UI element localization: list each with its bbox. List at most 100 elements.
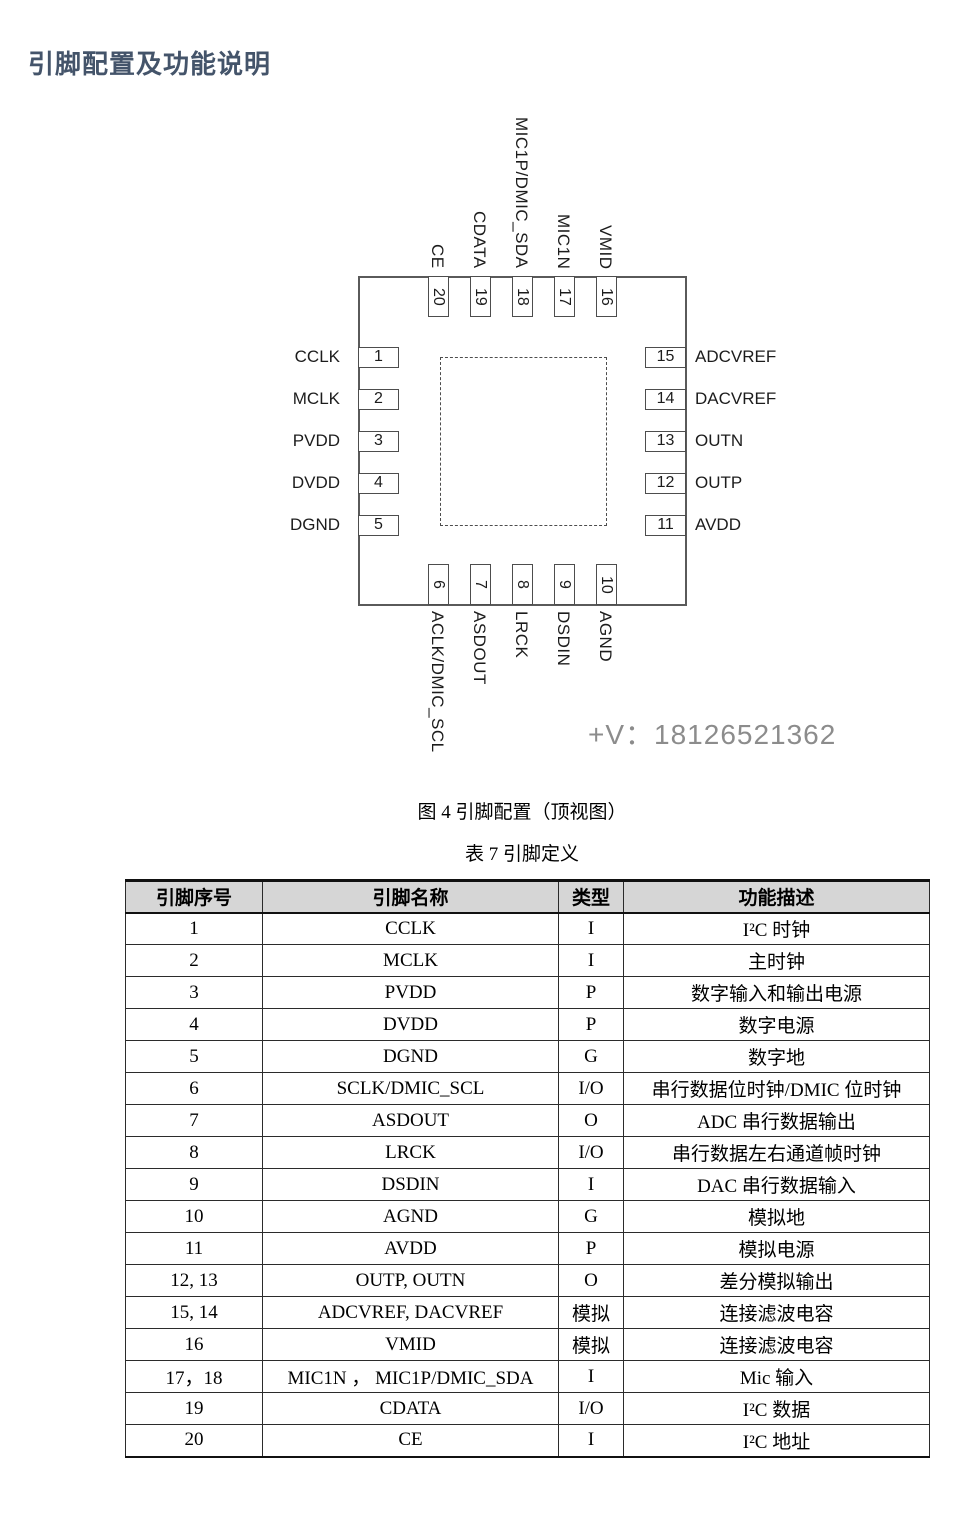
pin-box-9: 9 [553,564,575,605]
pin-box-17: 17 [553,276,575,317]
cell-pin-type: G [558,1200,624,1233]
cell-pin-description: 连接滤波电容 [623,1296,930,1329]
pin-box-4: 4 [358,472,399,494]
cell-pin-number: 3 [125,976,263,1009]
chip-outline [358,276,687,606]
cell-pin-description: 连接滤波电容 [623,1328,930,1361]
pin-box-16: 16 [595,276,617,317]
cell-pin-type: G [558,1040,624,1073]
cell-pin-type: I [558,1424,624,1457]
cell-pin-name: AVDD [262,1232,559,1265]
pin-label-LRCK: LRCK [512,611,531,659]
pin-label-MIC1P/DMIC_SDA: MIC1P/DMIC_SDA [512,117,531,269]
pin-label-OUTN: OUTN [695,431,744,450]
cell-pin-name: LRCK [262,1136,559,1169]
pin-label-CCLK: CCLK [294,347,340,366]
cell-pin-description: 数字地 [623,1040,930,1073]
watermark-text: +V：18126521362 [588,719,837,750]
pin-label-OUTP: OUTP [695,473,743,492]
cell-pin-type: I [558,1168,624,1201]
cell-pin-name: OUTP, OUTN [262,1264,559,1297]
pin-box-20: 20 [427,276,449,317]
pin-box-14: 14 [645,388,686,410]
cell-pin-description: 串行数据位时钟/DMIC 位时钟 [623,1072,930,1105]
cell-pin-name: ADCVREF, DACVREF [262,1296,559,1329]
figure-caption: 图 4 引脚配置（顶视图） [417,802,627,823]
cell-pin-number: 5 [125,1040,263,1073]
cell-pin-name: ASDOUT [262,1104,559,1137]
cell-pin-name: CCLK [262,912,559,945]
cell-pin-name: SCLK/DMIC_SCL [262,1072,559,1105]
cell-pin-type: I [558,912,624,945]
cell-pin-name: PVDD [262,976,559,1009]
cell-pin-description: 串行数据左右通道帧时钟 [623,1136,930,1169]
column-header: 引脚名称 [262,879,559,914]
cell-pin-number: 4 [125,1008,263,1041]
cell-pin-type: 模拟 [558,1296,624,1329]
pin-box-1: 1 [358,346,399,368]
pin-label-PVDD: PVDD [292,431,340,450]
pin-label-MCLK: MCLK [292,389,340,408]
cell-pin-type: I [558,1360,624,1393]
pin-label-VMID: VMID [596,224,615,270]
page-title: 引脚配置及功能说明 [28,49,272,79]
pin-box-7: 7 [469,564,491,605]
cell-pin-name: DGND [262,1040,559,1073]
column-header: 类型 [558,879,624,914]
cell-pin-number: 1 [125,912,263,945]
cell-pin-number: 9 [125,1168,263,1201]
cell-pin-number: 8 [125,1136,263,1169]
pin-number: 9 [556,580,573,589]
pin-label-DGND: DGND [289,515,340,534]
cell-pin-type: P [558,976,624,1009]
cell-pin-name: CE [262,1424,559,1457]
pin-number: 16 [598,287,615,306]
cell-pin-description: 模拟电源 [623,1232,930,1265]
column-header: 功能描述 [623,879,930,914]
pin-label-DVDD: DVDD [291,473,340,492]
pin-box-5: 5 [358,514,399,536]
cell-pin-type: O [558,1264,624,1297]
cell-pin-description: 数字输入和输出电源 [623,976,930,1009]
pin-number: 20 [430,287,447,306]
cell-pin-type: I/O [558,1072,624,1105]
cell-pin-number: 10 [125,1200,263,1233]
pin-label-AGND: AGND [596,611,615,663]
cell-pin-description: DAC 串行数据输入 [623,1168,930,1201]
cell-pin-type: P [558,1008,624,1041]
exposed-pad-outline [440,357,607,526]
pin-box-11: 11 [645,514,686,536]
pin-number: 7 [472,580,489,589]
cell-pin-description: 数字电源 [623,1008,930,1041]
pin-box-18: 18 [511,276,533,317]
pin-label-ADCVREF: ADCVREF [695,347,777,366]
cell-pin-number: 6 [125,1072,263,1105]
cell-pin-description: I²C 数据 [623,1392,930,1425]
cell-pin-name: MIC1N ， MIC1P/DMIC_SDA [262,1360,559,1393]
cell-pin-description: ADC 串行数据输出 [623,1104,930,1137]
pin-box-12: 12 [645,472,686,494]
cell-pin-number: 19 [125,1392,263,1425]
cell-pin-number: 11 [125,1232,263,1265]
pin-box-15: 15 [645,346,686,368]
cell-pin-type: I/O [558,1136,624,1169]
pin-box-6: 6 [427,564,449,605]
pin-box-10: 10 [595,564,617,605]
cell-pin-type: P [558,1232,624,1265]
pin-label-CDATA: CDATA [470,211,489,269]
